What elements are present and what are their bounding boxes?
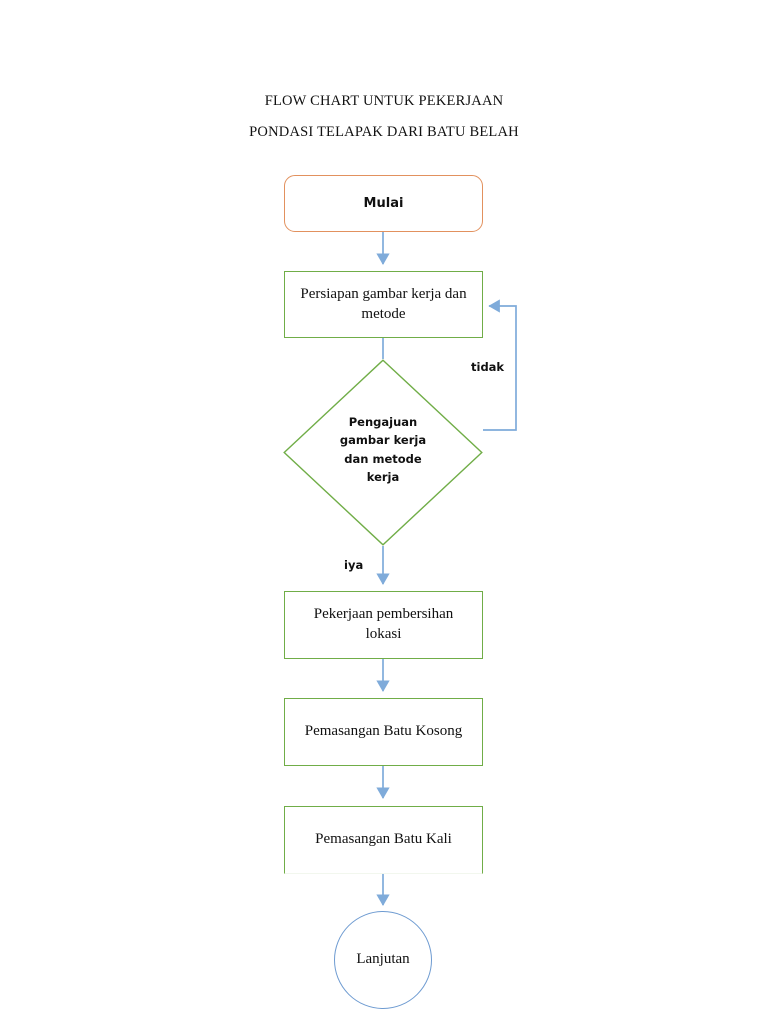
node-persiapan-gambar-kerja-label: Persiapan gambar kerja dan metode: [300, 285, 467, 322]
decision-label-line-1: Pengajuan: [348, 415, 418, 430]
node-lanjutan-label: Lanjutan: [356, 951, 410, 968]
decision-label-line-3: dan metode: [344, 451, 422, 466]
decision-label-line-4: kerja: [366, 469, 400, 484]
node-pekerjaan-pembersihan-lokasi[interactable]: Pekerjaan pembersihan lokasi: [284, 591, 483, 659]
decision-label-line-2: gambar kerja: [339, 433, 427, 448]
node-pemasangan-batu-kali[interactable]: Pemasangan Batu Kali: [284, 806, 483, 874]
page-title-line-2: PONDASI TELAPAK DARI BATU BELAH: [249, 124, 519, 140]
node-pengajuan-decision-label: Pengajuan gambar kerja dan metode kerja: [330, 413, 436, 486]
page-title-line-1: FLOW CHART UNTUK PEKERJAAN: [264, 93, 504, 109]
decision-diamond-shape: [283, 359, 483, 546]
edge-label-iya: iya: [344, 558, 364, 572]
node-pemasangan-batu-kali-label: Pemasangan Batu Kali: [315, 831, 452, 848]
node-mulai-label: Mulai: [363, 195, 404, 211]
node-pemasangan-batu-kosong[interactable]: Pemasangan Batu Kosong: [284, 698, 483, 766]
node-lanjutan[interactable]: Lanjutan: [334, 911, 432, 1009]
node-mulai[interactable]: Mulai: [284, 175, 483, 232]
node-pekerjaan-pembersihan-lokasi-label: Pekerjaan pembersihan lokasi: [313, 606, 454, 642]
edge-label-tidak: tidak: [471, 360, 505, 374]
node-pemasangan-batu-kosong-label: Pemasangan Batu Kosong: [304, 723, 463, 740]
node-pengajuan-decision[interactable]: Pengajuan gambar kerja dan metode kerja: [283, 359, 483, 546]
node-persiapan-gambar-kerja[interactable]: Persiapan gambar kerja dan metode: [284, 271, 483, 338]
